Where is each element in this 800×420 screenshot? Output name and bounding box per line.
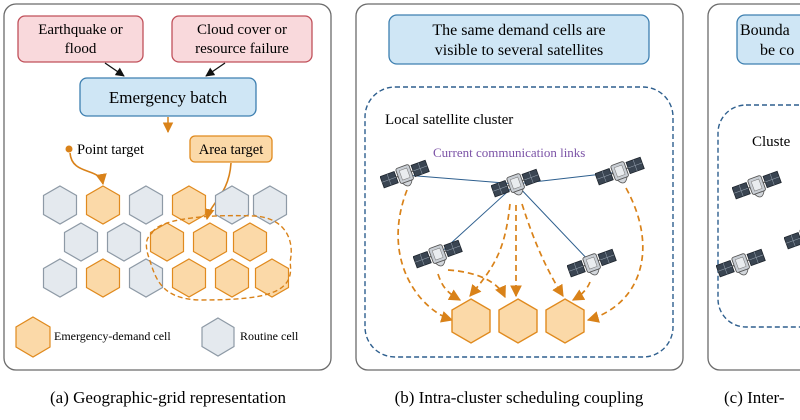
routine-cell <box>214 185 250 225</box>
demand-cells-b <box>451 298 585 344</box>
arrow-sat3-cell3 <box>586 187 644 323</box>
arrow-hazard-left <box>104 62 125 77</box>
area-target-label: Area target <box>199 142 264 158</box>
arrow-sat1-cell1 <box>397 189 454 323</box>
emergency-demand-cell <box>149 222 185 262</box>
hex-grid <box>42 185 290 298</box>
link-4 <box>515 183 593 265</box>
local-cluster-label: Local satellite cluster <box>385 112 513 128</box>
arrow-sat4-cell2 <box>447 269 506 299</box>
emergency-demand-cell <box>192 222 228 262</box>
legend-emergency-hex <box>15 316 51 358</box>
emergency-demand-cell <box>232 222 268 262</box>
hazard-left-line1: Earthquake or <box>38 22 123 38</box>
routine-cell <box>63 222 99 262</box>
hazard-box-left: Earthquake or flood <box>17 15 144 63</box>
banner-b-line2: visible to several satellites <box>435 42 603 59</box>
emergency-demand-cell <box>85 185 121 225</box>
local-cluster-boundary <box>364 86 674 358</box>
emergency-demand-cell <box>85 258 121 298</box>
point-target-dot <box>65 145 73 153</box>
hazard-box-right: Cloud cover or resource failure <box>171 15 313 63</box>
banner-c-line1: Bounda <box>740 22 790 39</box>
legend-routine-label: Routine cell <box>240 329 299 343</box>
panel-b-banner: The same demand cells are visible to sev… <box>388 14 650 65</box>
routine-cell <box>128 185 164 225</box>
emergency-demand-cell <box>214 258 250 298</box>
area-target-box: Area target <box>189 135 273 163</box>
emergency-demand-cell <box>254 258 290 298</box>
caption-a: (a) Geographic-grid representation <box>50 388 286 407</box>
routine-cell <box>128 258 164 298</box>
banner-c-line2: be co <box>760 42 794 59</box>
banner-b-line1: The same demand cells are <box>432 22 605 39</box>
routine-cell <box>42 258 78 298</box>
caption-b: (b) Intra-cluster scheduling coupling <box>395 388 644 407</box>
arrow-hazard-right <box>205 62 226 77</box>
emergency-batch-label: Emergency batch <box>109 88 228 107</box>
point-target-arrow <box>69 152 107 186</box>
point-target-label: Point target <box>77 142 144 158</box>
hazard-right-line1: Cloud cover or <box>197 22 287 38</box>
scheduling-arrows <box>397 187 644 323</box>
arrow-sat5-cell3 <box>571 281 591 301</box>
demand-cell-1 <box>451 298 491 344</box>
legend-routine-hex <box>201 317 235 357</box>
emergency-demand-cell <box>171 185 207 225</box>
emergency-batch-box: Emergency batch <box>79 77 257 117</box>
routine-cell <box>42 185 78 225</box>
demand-cell-2 <box>498 298 538 344</box>
panel-c-banner: Bounda be co <box>736 14 800 65</box>
hazard-right-line2: resource failure <box>195 41 289 57</box>
hazard-left-line2: flood <box>65 41 97 57</box>
communication-links-label: Current communication links <box>433 145 585 160</box>
emergency-demand-cell <box>171 258 207 298</box>
panel-c-cluster-label: Cluste <box>752 134 791 150</box>
area-target-dashed-boundary <box>145 214 292 301</box>
legend-emergency-label: Emergency-demand cell <box>54 329 171 343</box>
panel-c-cluster-boundary <box>717 104 800 328</box>
arrow-sat4-cell1 <box>437 273 462 301</box>
arrow-sat2-cell3 <box>521 203 564 298</box>
link-1 <box>404 174 517 185</box>
legend: Emergency-demand cell Routine cell <box>15 316 299 358</box>
demand-cell-3 <box>545 298 585 344</box>
routine-cell <box>106 222 142 262</box>
arrow-sat2-cell1 <box>469 203 511 297</box>
caption-c: (c) Inter- <box>724 388 785 407</box>
routine-cell <box>252 185 288 225</box>
